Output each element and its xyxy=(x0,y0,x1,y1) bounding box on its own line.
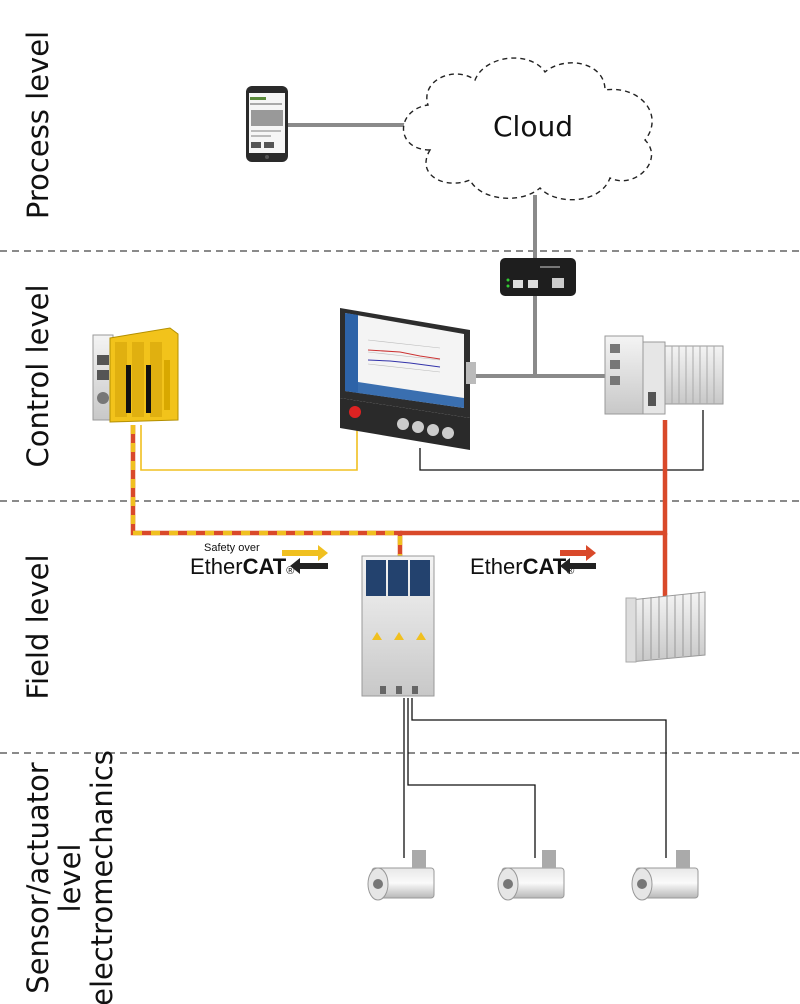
ethercat-logo: EtherCAT® xyxy=(470,545,596,579)
signal-lines xyxy=(403,410,704,858)
safety-ethercat-wordmark: EtherCAT® xyxy=(190,554,294,579)
servo-motor-icon xyxy=(631,850,699,901)
cloud-icon: Cloud xyxy=(402,57,653,201)
io-module-icon xyxy=(664,345,724,405)
io-module-icon xyxy=(625,591,706,663)
servo-drive-icon xyxy=(361,555,435,697)
gateway-icon xyxy=(500,258,576,296)
level-label-sensor-line3: electromechanics xyxy=(85,750,119,1004)
safety-ethercat-line xyxy=(130,425,403,556)
safety-over-label: Safety over xyxy=(204,542,260,554)
ethercat-line xyxy=(400,420,668,600)
return-arrow-icon xyxy=(560,558,596,574)
level-label-field: Field level xyxy=(21,554,55,699)
ethernet-lines xyxy=(288,123,605,378)
safety-plc-icon xyxy=(92,327,179,423)
level-label-sensor-line2: level xyxy=(53,844,87,913)
hmi-panel-icon xyxy=(340,308,476,450)
ethercat-wordmark: EtherCAT® xyxy=(470,554,574,579)
controller-icon xyxy=(604,335,724,415)
cloud-label: Cloud xyxy=(493,110,573,143)
safety-signal-line xyxy=(140,425,358,471)
level-label-sensor: Sensor/actuator level electromechanics xyxy=(21,750,119,1004)
smartphone-icon xyxy=(246,86,288,162)
level-label-control: Control level xyxy=(21,284,55,467)
servo-motor-icon xyxy=(367,850,435,901)
ethercat-arrow-icon xyxy=(560,545,596,561)
level-label-sensor-line1: Sensor/actuator xyxy=(21,762,55,994)
level-label-process: Process level xyxy=(21,31,55,219)
return-arrow-icon xyxy=(290,558,328,574)
servo-motor-icon xyxy=(497,850,565,901)
safety-arrow-icon xyxy=(282,545,328,561)
safety-ethercat-logo: Safety over EtherCAT® xyxy=(190,542,328,579)
